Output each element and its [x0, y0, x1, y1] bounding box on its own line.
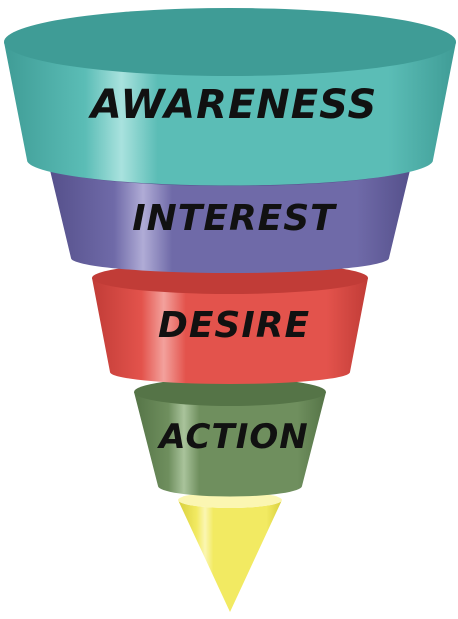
funnel-stage-rim: [134, 378, 326, 406]
funnel-stage-label: ACTION: [156, 417, 308, 457]
funnel-stage-action: [134, 378, 326, 497]
funnel-stage-label: INTEREST: [132, 198, 337, 239]
funnel-stage-label: AWARENESS: [88, 82, 378, 128]
funnel-tip-rim: [178, 492, 282, 508]
funnel-stage-body: [134, 392, 326, 497]
funnel-stage-awareness: [4, 8, 456, 186]
funnel-stage-label: DESIRE: [158, 305, 310, 346]
funnel-tip-body: [178, 500, 282, 612]
funnel-stage-body: [92, 278, 368, 384]
funnel-stage-body: [49, 166, 411, 273]
funnel-stage-body: [4, 42, 456, 186]
funnel-stage-rim: [4, 8, 456, 76]
funnel-tip: [178, 492, 282, 612]
